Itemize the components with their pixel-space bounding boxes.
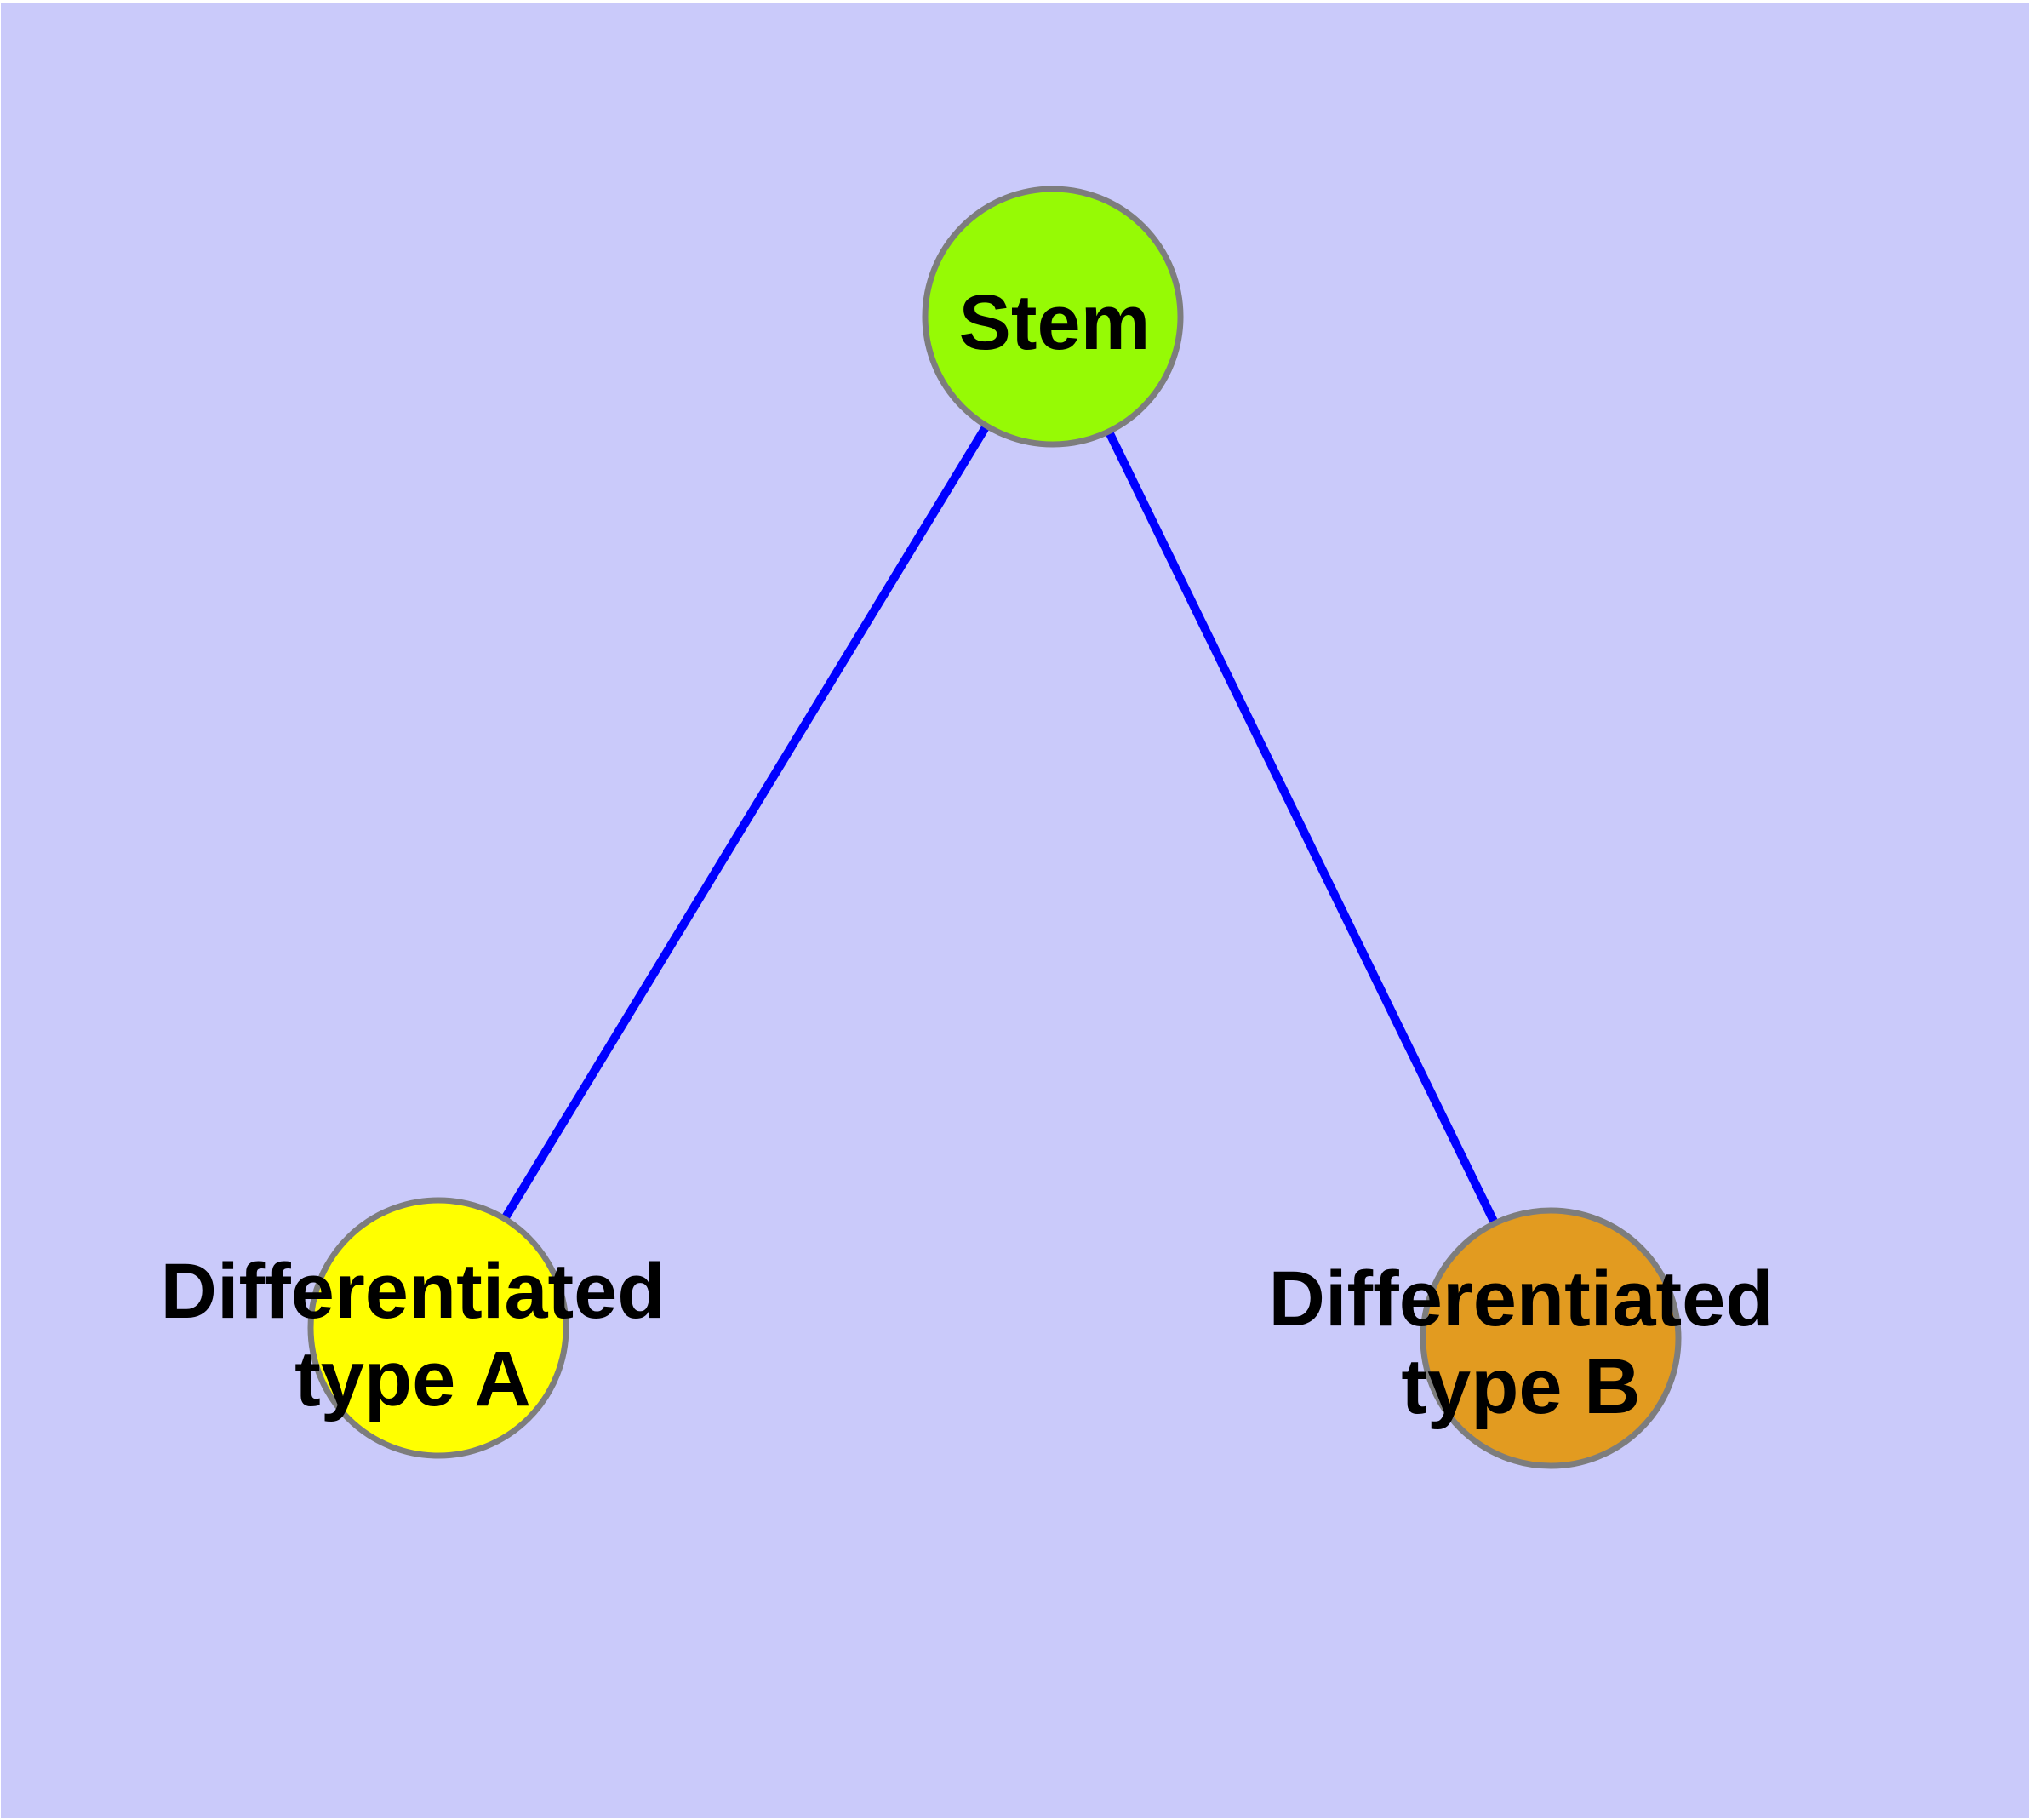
node-type-b-label-line2: type B	[1401, 1343, 1640, 1430]
node-type-a-label-line1: Differentiated	[161, 1248, 666, 1335]
node-stem-label: Stem	[959, 279, 1151, 366]
edge-stem-to-type-a	[434, 314, 1057, 1331]
node-type-b-label-line1: Differentiated	[1269, 1256, 1774, 1342]
edge-stem-to-type-b	[1049, 314, 1555, 1341]
node-differentiated-type-a	[307, 1197, 569, 1459]
node-type-a-label-line2: type A	[294, 1336, 531, 1422]
node-differentiated-type-b	[1420, 1207, 1682, 1469]
node-stem	[922, 186, 1184, 448]
